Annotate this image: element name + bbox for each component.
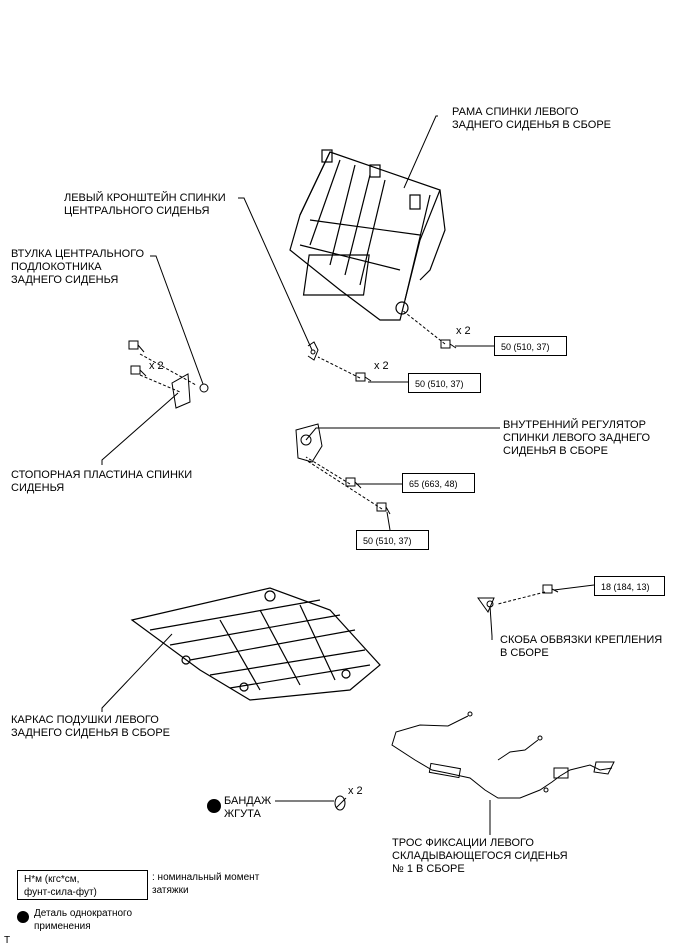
bolt-line-2 xyxy=(317,356,361,379)
lock-cable-shape xyxy=(391,711,615,799)
qty-2: x 2 xyxy=(374,360,389,372)
leader-seatback-frame xyxy=(403,115,438,189)
torque-box-1: 50 (510, 37) xyxy=(494,336,567,356)
bolt-line-6 xyxy=(305,459,383,510)
bolt-3 xyxy=(128,340,145,353)
torque-box-3: 65 (663, 48) xyxy=(402,473,475,493)
bolt-line-7 xyxy=(497,591,546,605)
leader-recliner xyxy=(305,427,500,441)
single-use-marker-band xyxy=(207,799,221,813)
bolt-line-3 xyxy=(139,353,197,386)
bolt-6 xyxy=(376,502,391,515)
qty-4: x 2 xyxy=(348,785,363,797)
footer-mark: T xyxy=(4,935,11,946)
leader-binding-bracket xyxy=(489,605,493,640)
bolt-line-1 xyxy=(401,309,446,345)
leader-armrest-bushing xyxy=(150,255,204,385)
binding-bracket-shape xyxy=(477,597,495,614)
bolt-2 xyxy=(355,372,372,382)
leader-center-bracket xyxy=(238,197,313,351)
seatback-frame-shape xyxy=(289,149,446,321)
cushion-frame-shape xyxy=(130,587,381,701)
center-bracket-shape xyxy=(307,341,319,361)
harness-band-shape xyxy=(334,795,347,811)
bolt-4 xyxy=(130,365,147,377)
torque-box-5: 18 (184, 13) xyxy=(594,576,665,596)
bushing-shape xyxy=(199,383,209,393)
recliner-shape xyxy=(295,423,323,463)
bolt-1 xyxy=(440,339,457,349)
bolt-7 xyxy=(542,584,559,594)
bolt-5 xyxy=(345,477,362,489)
legend-torque-box: Н*м (кгс*см,фунт-сила-фут) xyxy=(17,870,148,900)
qty-1: x 2 xyxy=(456,325,471,337)
lock-plate-shape xyxy=(171,373,191,409)
single-use-legend-icon xyxy=(17,911,29,923)
torque-box-2: 50 (510, 37) xyxy=(408,373,481,393)
leader-lock-plate xyxy=(101,392,179,465)
qty-3: x 2 xyxy=(149,360,164,372)
torque-box-4: 50 (510, 37) xyxy=(356,530,429,550)
bolt-line-4 xyxy=(139,374,181,393)
bolt-line-5 xyxy=(305,456,351,485)
leader-cushion-frame xyxy=(101,633,173,712)
